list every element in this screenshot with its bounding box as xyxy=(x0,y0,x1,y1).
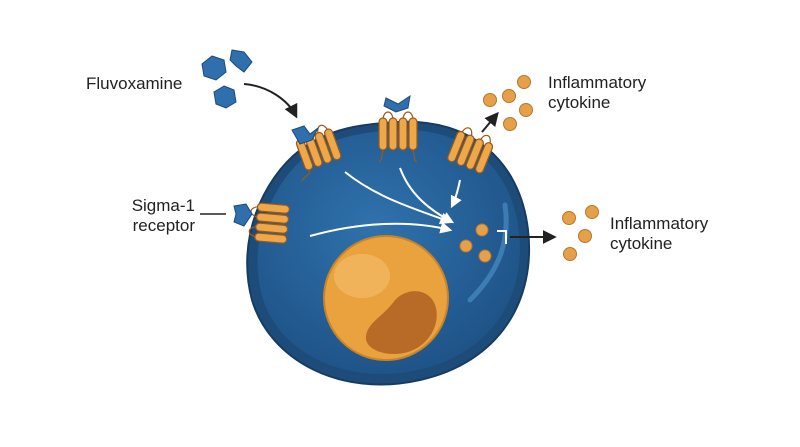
cytokine-particle-icon xyxy=(517,75,531,89)
signal-arrow-3 xyxy=(450,179,462,209)
cytokine-right-line2: cytokine xyxy=(610,234,673,253)
cytokine-particle-icon xyxy=(585,205,599,219)
cytokine-particle-icon xyxy=(519,103,533,117)
sigma-1-receptor-icon xyxy=(248,202,290,244)
fluvoxamine-molecule-icon xyxy=(201,55,227,81)
release-bracket xyxy=(497,230,507,244)
drug-binding-arrow xyxy=(243,83,298,119)
released-cytokines-top xyxy=(483,75,533,131)
signal-arrow-2 xyxy=(399,167,455,224)
cytokine-label-right: Inflammatory cytokine xyxy=(610,214,708,254)
cell-highlight xyxy=(467,202,509,303)
fluvoxamine-molecule-icon xyxy=(383,94,411,113)
internal-cytokines xyxy=(459,223,492,263)
cytokine-particle-icon xyxy=(502,89,516,103)
nucleus-shine xyxy=(334,254,390,298)
sigma-1-receptor-label: Sigma-1 receptor xyxy=(115,196,195,236)
cytokine-particle-icon xyxy=(563,247,577,261)
signal-arrows xyxy=(309,167,462,237)
nucleolus xyxy=(365,291,437,355)
cytokine-particle-icon xyxy=(578,229,592,243)
fluvoxamine-molecule-icon xyxy=(229,49,253,73)
sigma-label-line2: receptor xyxy=(132,216,195,235)
cytokine-release-arrow-top xyxy=(481,111,499,133)
signal-arrow-1 xyxy=(344,171,453,225)
fluvoxamine-molecule-icon xyxy=(291,125,319,145)
cytokine-particle-icon xyxy=(459,239,473,253)
sigma-label-line1: Sigma-1 xyxy=(131,196,195,215)
fluvoxamine-label: Fluvoxamine xyxy=(86,74,182,94)
cytokine-particle-icon xyxy=(483,93,497,107)
cytokine-right-line1: Inflammatory xyxy=(610,214,709,233)
cytokine-top-line2: cytokine xyxy=(548,93,611,112)
cytokine-particle-icon xyxy=(475,223,489,237)
sigma-1-receptor-icon xyxy=(447,127,494,174)
cytokine-label-top: Inflammatory cytokine xyxy=(548,73,646,113)
released-cytokines-right xyxy=(562,205,599,261)
signal-arrow-4 xyxy=(309,221,453,237)
cytokine-top-line1: Inflammatory xyxy=(548,73,647,92)
fluvoxamine-molecule-icon xyxy=(233,203,253,227)
cytokine-particle-icon xyxy=(562,211,576,225)
sigma-1-receptor-icon xyxy=(295,124,342,182)
cytokine-particle-icon xyxy=(503,117,517,131)
cytokine-particle-icon xyxy=(478,249,492,263)
sigma-1-receptor-icon xyxy=(378,111,418,163)
fluvoxamine-label-text: Fluvoxamine xyxy=(86,74,183,93)
fluvoxamine-molecule-icon xyxy=(213,85,237,109)
